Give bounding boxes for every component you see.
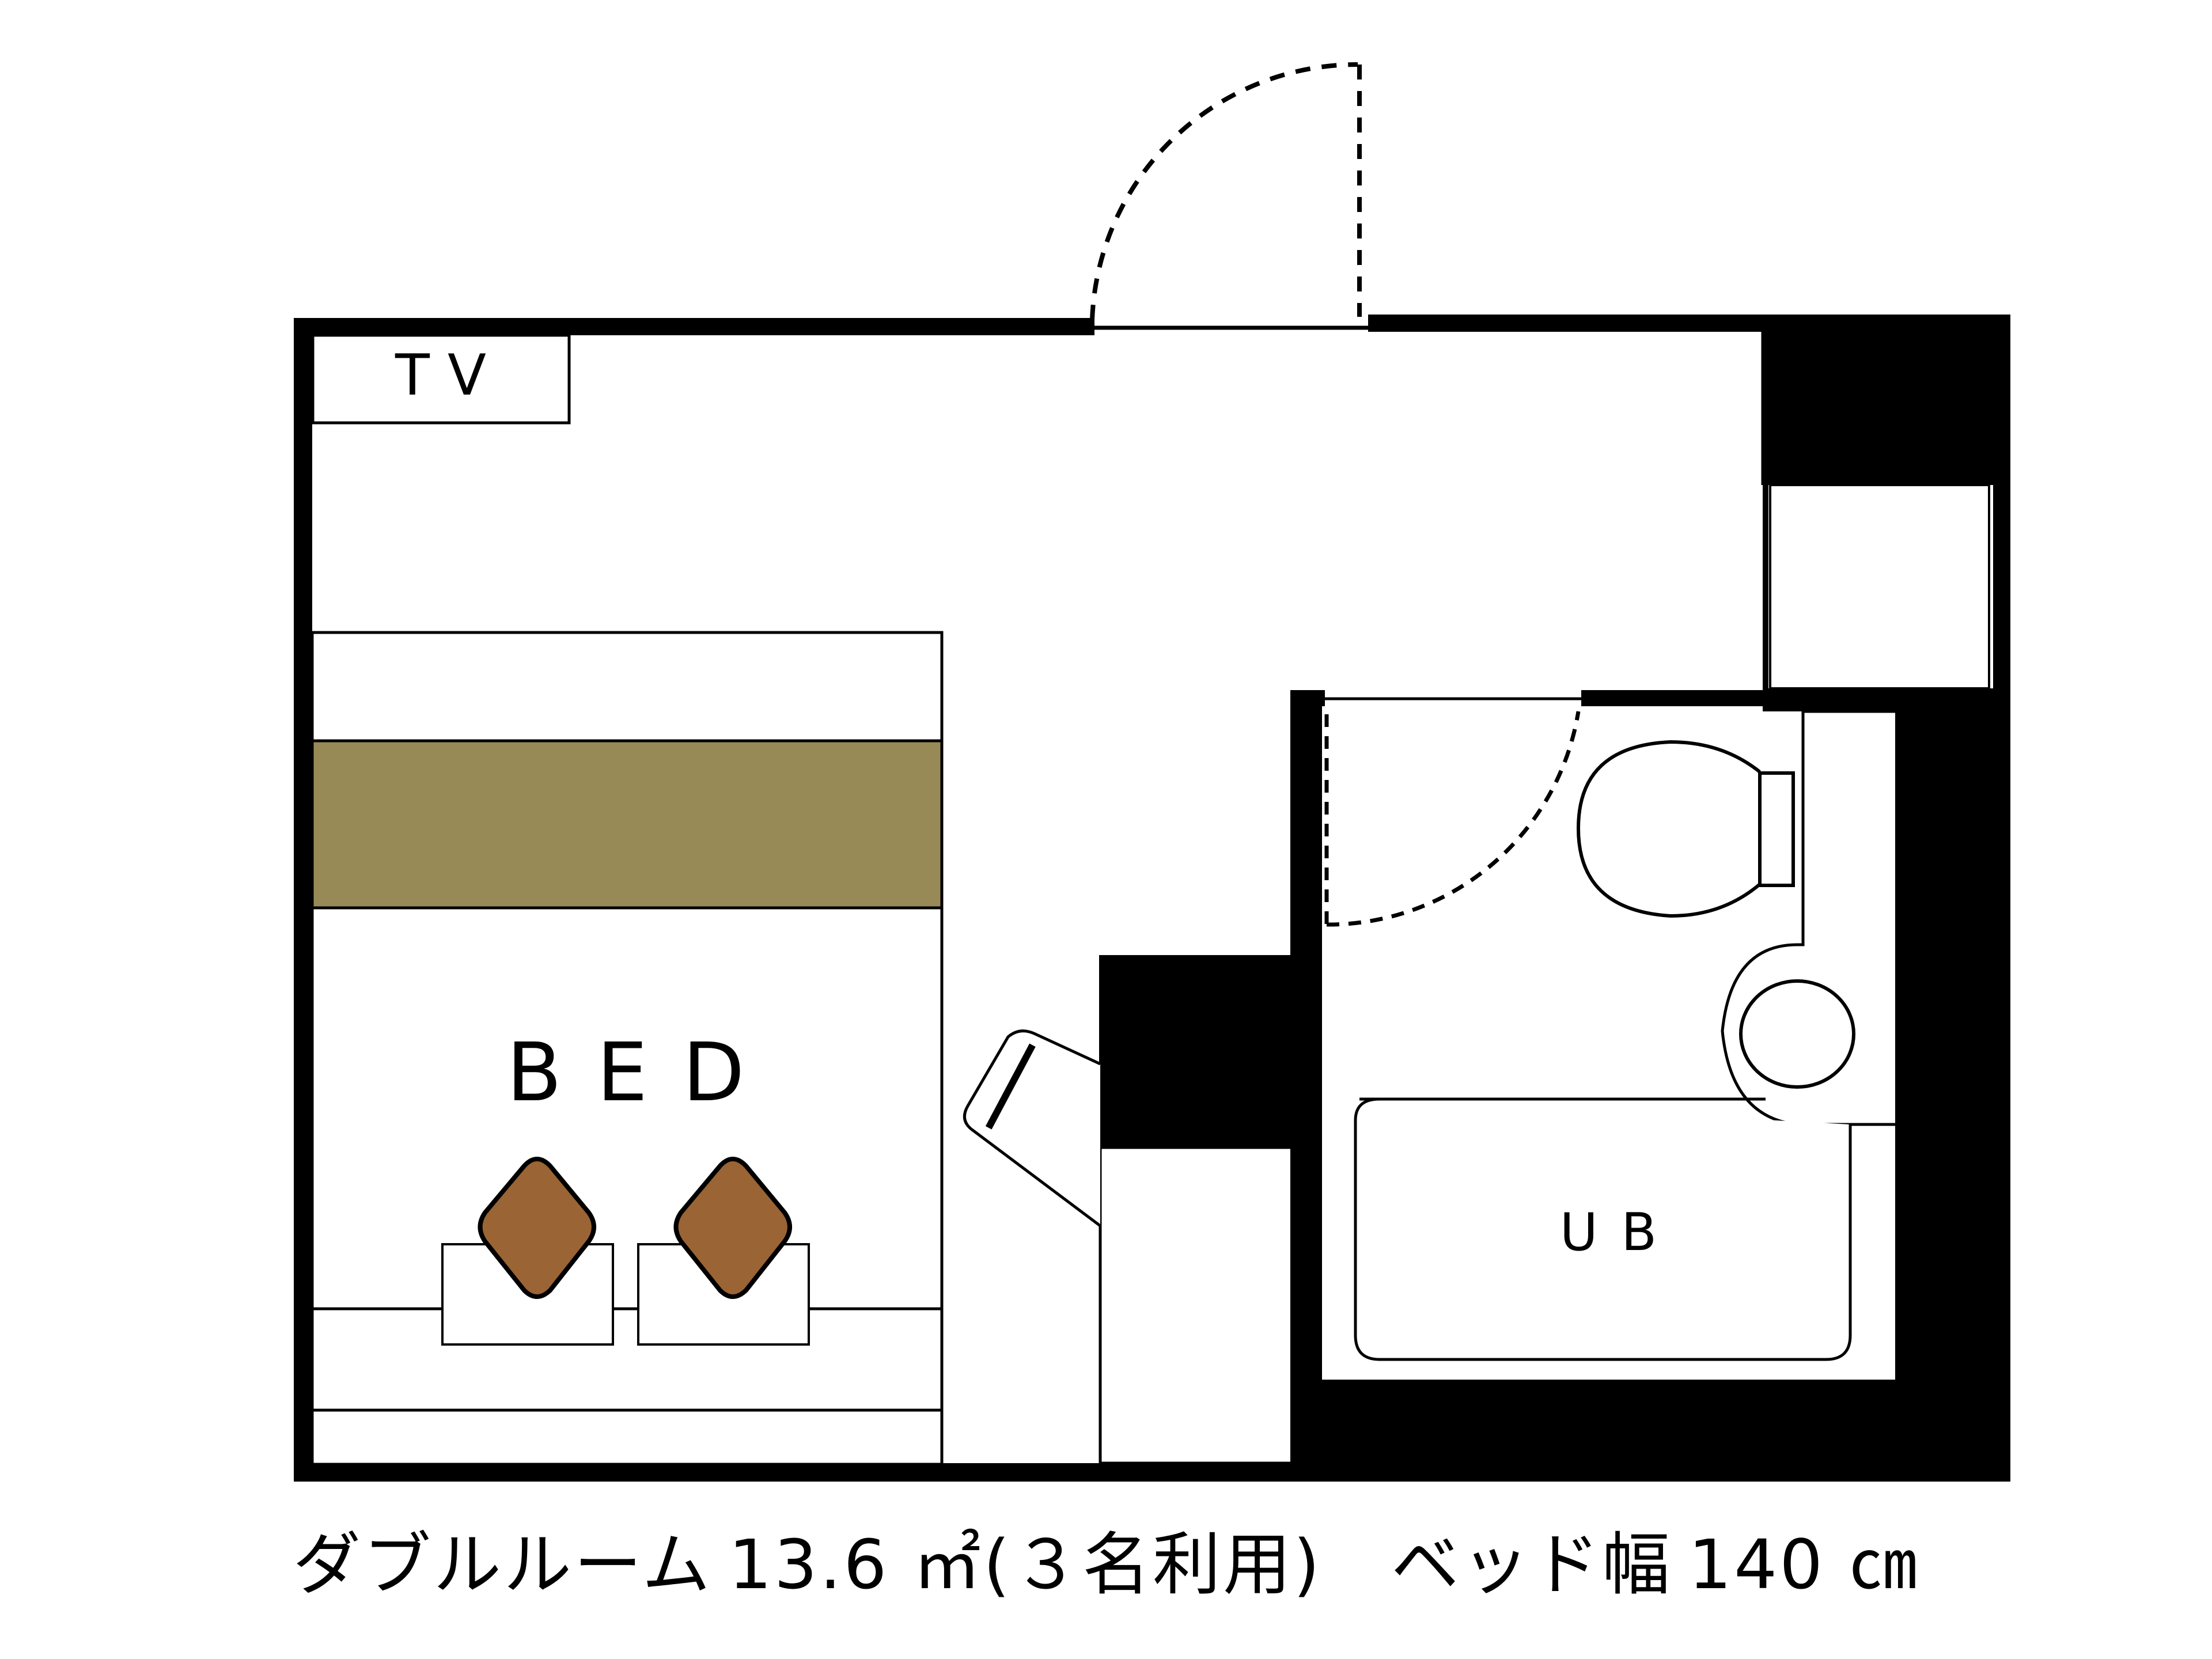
bed-runner [310,739,944,910]
floor-plan-caption: ダブルルーム 13.6 ㎡ (３名利用) ベッド幅 140 ㎝ [0,1512,2212,1604]
bed-width-value: 140 ㎝ [1688,1524,1919,1604]
pillow-left [478,1157,596,1299]
toilet [1576,740,1795,918]
bed-label: B E D [506,1026,749,1120]
chair[interactable] [963,1029,1101,1227]
outer-walls [294,315,2010,1482]
occupancy: (３名利用) [983,1524,1323,1604]
room-area: 13.6 ㎡ [728,1524,983,1604]
ub-label: U B [1560,1202,1660,1263]
pillow-right [673,1157,792,1299]
bathroom-door[interactable] [1324,697,1581,927]
tv-label: T V [395,343,486,408]
room-type: ダブルルーム [293,1524,713,1604]
desk-area [1099,955,1309,1465]
bathroom: U B [1354,710,1895,1361]
bed-width-label: ベッド幅 [1391,1524,1673,1604]
entrance-door[interactable] [1090,62,1368,330]
double-bed: B E D [310,631,944,1466]
washbasin [1739,979,1855,1089]
tv-stand: T V [311,334,571,425]
bathroom-walls [1290,690,1895,1468]
bathtub: U B [1354,1097,1852,1361]
closet[interactable] [1761,332,1990,690]
desk[interactable] [1099,1146,1309,1465]
